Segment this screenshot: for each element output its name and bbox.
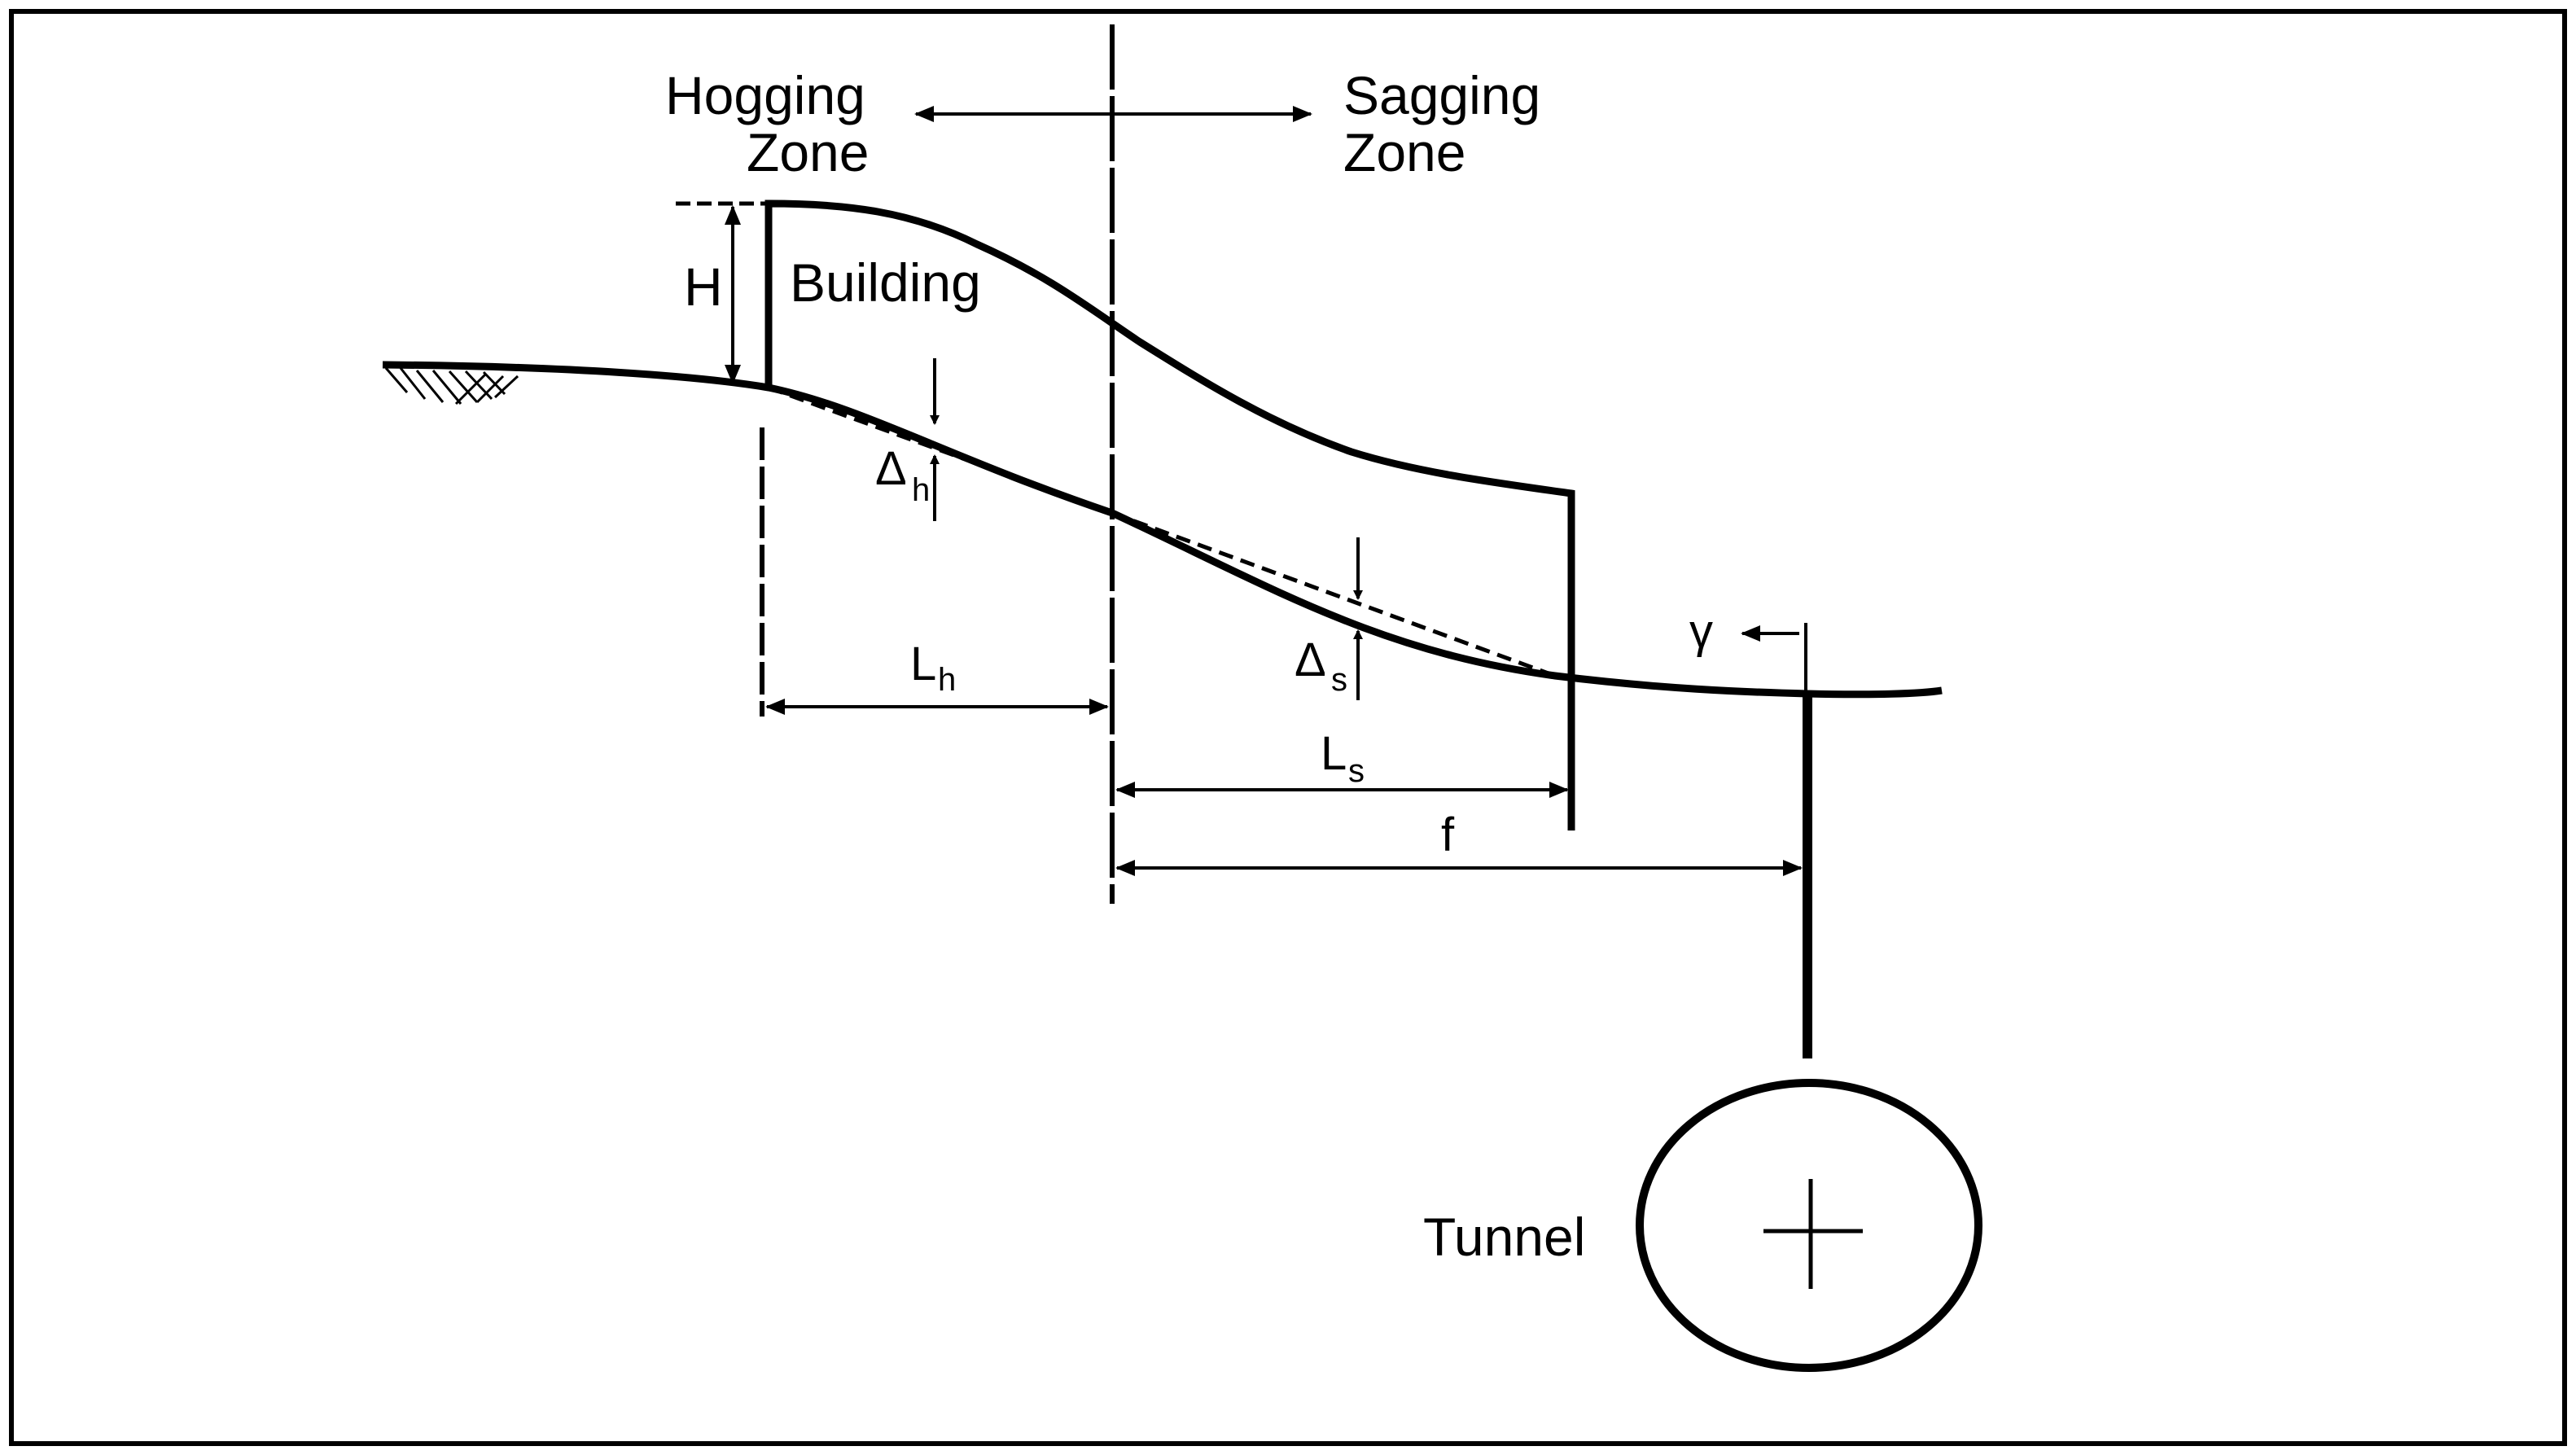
f-label: f xyxy=(1441,809,1455,861)
hogging-zone-label-line1: Hogging xyxy=(665,65,865,125)
building-label: Building xyxy=(790,252,981,313)
sagging-zone-label-line1: Sagging xyxy=(1343,65,1540,125)
hogging-zone-label-line2: Zone xyxy=(747,122,869,182)
delta-s-subscript: s xyxy=(1331,662,1347,698)
frame-border xyxy=(9,9,2567,1446)
tunnel-label: Tunnel xyxy=(1423,1207,1585,1267)
ls-subscript: s xyxy=(1348,753,1365,789)
ls-label: L xyxy=(1321,727,1347,780)
gamma-label: γ xyxy=(1689,605,1713,658)
delta-h-label: Δ xyxy=(875,442,907,495)
lh-label: L xyxy=(910,638,936,690)
building-outline xyxy=(764,199,1575,830)
delta-s-label: Δ xyxy=(1295,633,1326,686)
sagging-chord-dashed xyxy=(1111,511,1556,678)
tunnel-circle xyxy=(1636,1079,1982,1372)
ground-surface-curve xyxy=(382,361,1943,699)
sagging-zone-label-line2: Zone xyxy=(1343,122,1465,182)
delta-h-subscript: h xyxy=(912,472,930,508)
ground-hatch-icon xyxy=(384,367,519,405)
hogging-chord-dashed xyxy=(768,385,1113,515)
lh-subscript: h xyxy=(938,662,956,698)
height-label: H xyxy=(684,256,723,317)
